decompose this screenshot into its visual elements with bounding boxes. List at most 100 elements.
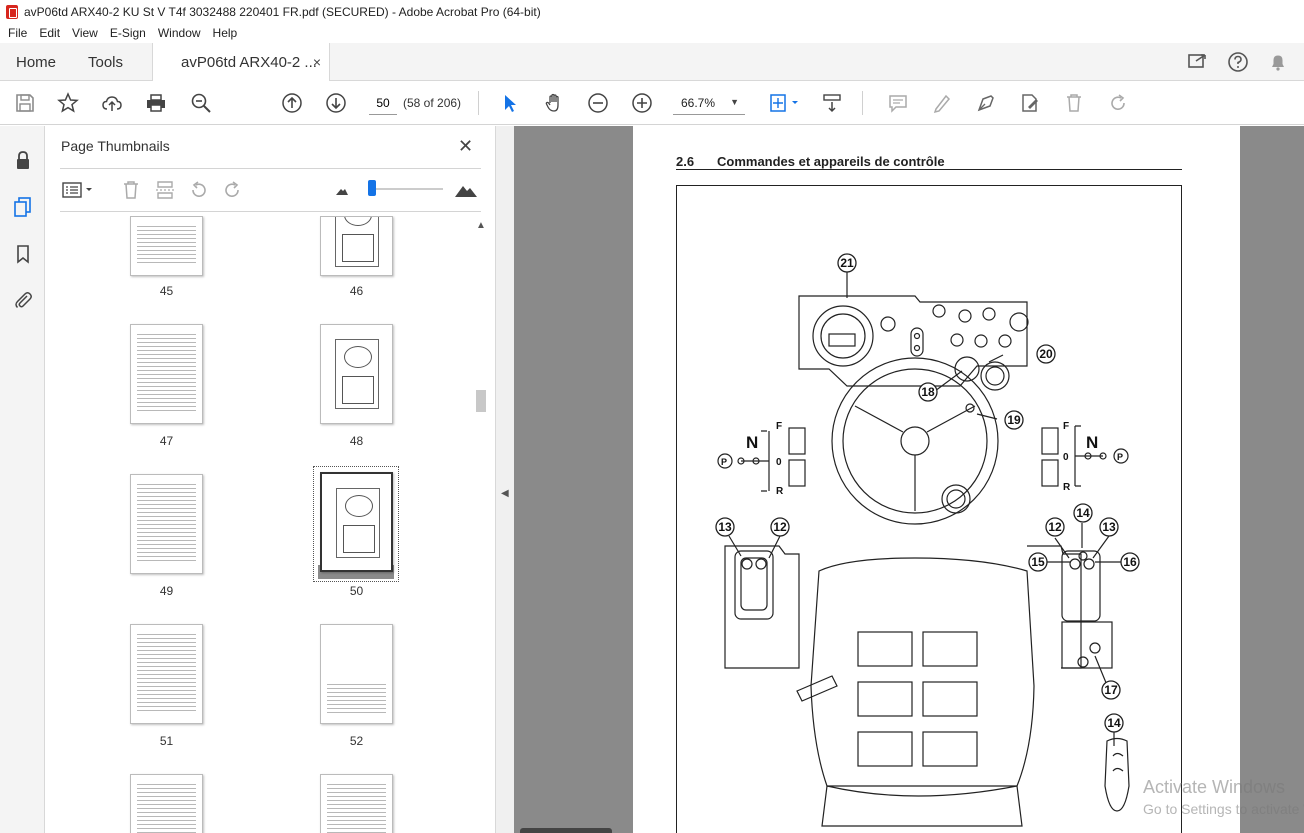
save-icon[interactable] (13, 91, 37, 115)
zoom-out-icon[interactable] (586, 91, 610, 115)
thumbnail-page-52[interactable] (320, 624, 393, 724)
section-title: Commandes et appareils de contrôle (717, 154, 945, 169)
callout-19: 19 (1007, 413, 1021, 427)
shift-neutral-left: N (746, 433, 758, 452)
menu-window[interactable]: Window (157, 26, 201, 40)
callout-14: 14 (1107, 716, 1121, 730)
collapse-arrow-icon[interactable]: ◀ (501, 488, 509, 499)
controls-figure: 21 20 18 19 13 12 12 14 13 15 16 17 14 N… (676, 185, 1182, 833)
thumbnail-page-51[interactable] (130, 624, 203, 724)
panel-divider (60, 168, 481, 169)
thumbnail-options-icon[interactable] (60, 178, 96, 202)
title-bar: avP06td ARX40-2 KU St V T4f 3032488 2204… (0, 0, 1304, 23)
thumbnail-label: 47 (159, 434, 174, 448)
help-icon[interactable] (1226, 50, 1250, 74)
tab-tools[interactable]: Tools (88, 53, 124, 71)
extract-page-icon[interactable] (153, 178, 177, 202)
callout-15: 15 (1031, 555, 1045, 569)
shift-reverse-right: R (1063, 482, 1071, 493)
rotate-clockwise-icon[interactable] (220, 178, 244, 202)
draw-tool-icon[interactable] (974, 91, 998, 115)
toolbar-divider (862, 91, 863, 115)
panel-divider (60, 211, 481, 212)
page-thumbnails-icon[interactable] (11, 195, 35, 219)
scroll-up-icon[interactable]: ▲ (476, 220, 486, 231)
delete-icon[interactable] (1062, 91, 1086, 115)
notification-bell-icon[interactable] (1266, 50, 1290, 74)
callout-16: 16 (1123, 555, 1137, 569)
panel-collapse-strip[interactable]: ◀ (496, 126, 514, 833)
bookmark-star-icon[interactable] (56, 91, 80, 115)
shift-reverse-left: R (776, 486, 784, 497)
tab-document[interactable]: avP06td ARX40-2 ... × (152, 43, 330, 82)
zoom-in-icon[interactable] (630, 91, 654, 115)
slider-handle[interactable] (368, 180, 376, 196)
previous-page-icon[interactable] (280, 91, 304, 115)
menu-file[interactable]: File (8, 26, 28, 40)
thumbnail-page-46[interactable] (320, 216, 393, 276)
shift-forward-right: F (1063, 421, 1069, 432)
callout-17: 17 (1104, 683, 1118, 697)
zoom-level-select[interactable]: 66.7% ▼ (673, 91, 745, 115)
print-icon[interactable] (144, 91, 168, 115)
thumbnail-page-48[interactable] (320, 324, 393, 424)
thumbnail-page-47[interactable] (130, 324, 203, 424)
activation-watermark-title: Activate Windows (1143, 777, 1286, 797)
delete-page-icon[interactable] (119, 178, 143, 202)
thumbnail-page-54[interactable] (320, 774, 393, 833)
attachments-icon[interactable] (11, 288, 35, 312)
thumbnail-label: 52 (349, 734, 364, 748)
thumbnail-label: 49 (159, 584, 174, 598)
menu-view[interactable]: View (72, 26, 98, 40)
zoom-search-icon[interactable] (189, 91, 213, 115)
cab-controls-drawing: 21 20 18 19 13 12 12 14 13 15 16 17 14 N… (715, 253, 1140, 827)
acrobat-icon (6, 4, 18, 19)
thumbnail-page-49[interactable] (130, 474, 203, 574)
highlight-pen-icon[interactable] (930, 91, 954, 115)
scrollbar-thumb[interactable] (476, 390, 486, 412)
menu-help[interactable]: Help (212, 26, 238, 40)
thumbnail-page-45[interactable] (130, 216, 203, 276)
tab-home[interactable]: Home (16, 53, 57, 71)
activation-watermark-subtitle: Go to Settings to activate Windows. (1143, 801, 1304, 817)
page-thumbnails-panel: Page Thumbnails ✕ 45 46 47 48 49 (46, 126, 496, 833)
zoom-level-value: 66.7% (681, 95, 716, 110)
menu-edit[interactable]: Edit (39, 26, 61, 40)
shift-park-right: P (1117, 452, 1123, 462)
small-thumbnails-icon[interactable] (330, 178, 354, 202)
thumbnail-scrollbar[interactable]: ▲ (474, 218, 488, 828)
share-screen-icon[interactable] (1186, 50, 1210, 74)
thumbnail-size-slider[interactable] (371, 188, 443, 190)
page-number-input[interactable] (369, 91, 397, 115)
lock-icon[interactable] (11, 148, 35, 172)
upload-cloud-icon[interactable] (100, 91, 124, 115)
hand-tool-icon[interactable] (542, 91, 566, 115)
bottom-scroll-indicator (520, 828, 612, 833)
select-cursor-icon[interactable] (498, 91, 522, 115)
comment-icon[interactable] (886, 91, 910, 115)
menu-esign[interactable]: E-Sign (109, 26, 146, 40)
shift-neutral-right: N (1086, 433, 1098, 452)
shift-park-left: P (721, 457, 727, 467)
bookmarks-icon[interactable] (11, 242, 35, 266)
redo-icon[interactable] (1106, 91, 1130, 115)
thumbnail-page-53[interactable] (130, 774, 203, 833)
thumbnail-label: 50 (349, 584, 364, 598)
thumbnail-label: 51 (159, 734, 174, 748)
large-thumbnails-icon[interactable] (454, 178, 478, 202)
callout-20: 20 (1039, 347, 1053, 361)
panel-close-icon[interactable]: ✕ (458, 136, 474, 156)
tab-close-icon[interactable]: × (312, 54, 321, 70)
callout-14: 14 (1076, 506, 1090, 520)
page-fit-icon[interactable] (766, 91, 802, 115)
page-count: (58 of 206) (403, 96, 462, 110)
thumbnail-page-50[interactable] (320, 472, 393, 572)
rotate-counterclockwise-icon[interactable] (187, 178, 211, 202)
callout-12: 12 (773, 520, 787, 534)
next-page-icon[interactable] (324, 91, 348, 115)
scroll-mode-icon[interactable] (820, 91, 844, 115)
left-nav-rail (0, 126, 45, 833)
menu-bar: File Edit View E-Sign Window Help (0, 23, 1304, 43)
callout-13: 13 (718, 520, 732, 534)
edit-pdf-icon[interactable] (1018, 91, 1042, 115)
